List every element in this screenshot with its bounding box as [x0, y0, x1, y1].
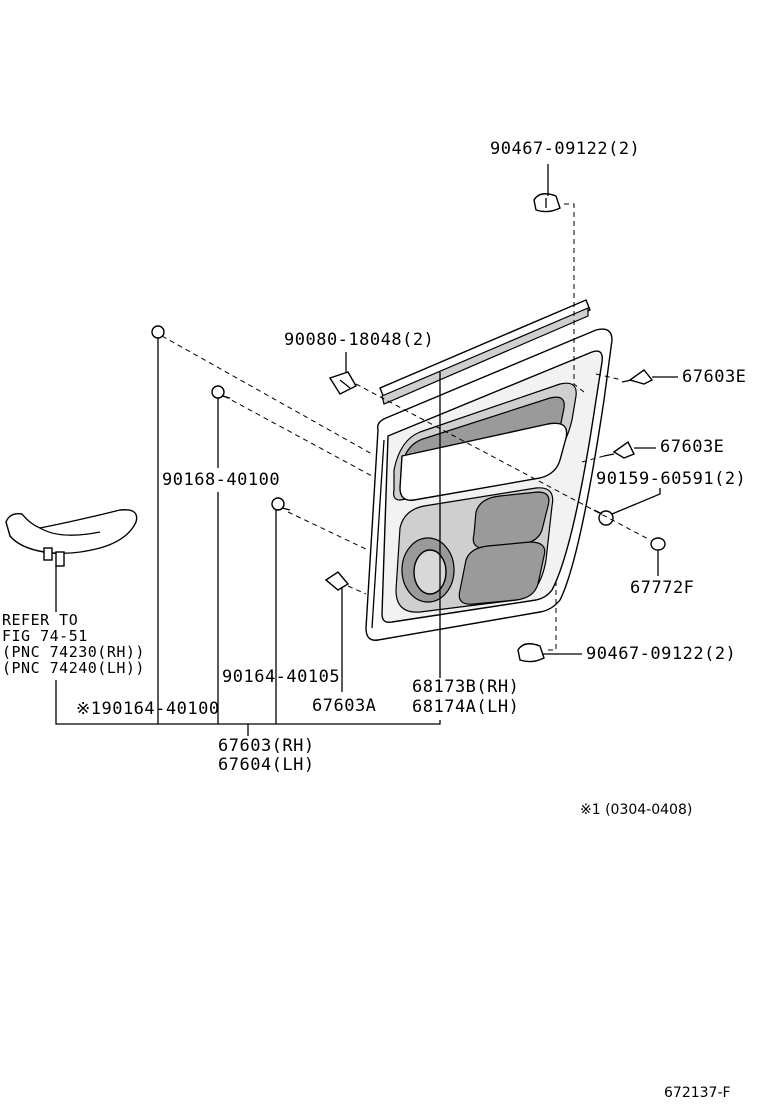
label-weatherstrip-rh: 68173B(RH): [412, 677, 520, 697]
nut-top: [533, 193, 561, 213]
screw-90168: [211, 385, 231, 399]
cap-67772f: [650, 537, 666, 551]
clip-67603e-lower: [603, 440, 635, 459]
label-panel-lh: 67604(LH): [218, 755, 315, 775]
footnote: ※1 (0304-0408): [580, 802, 693, 818]
clip-90080: [328, 371, 357, 395]
label-nut-top: 90467-09122(2): [490, 139, 641, 159]
label-cap-67772f: 67772F: [630, 578, 695, 598]
label-nut-bottom: 90467-09122(2): [586, 644, 737, 664]
weatherstrip: [379, 299, 591, 405]
label-panel-rh: 67603(RH): [218, 736, 315, 756]
label-clip-67603e-upper: 67603E: [682, 367, 747, 387]
label-clip-67603e-lower: 67603E: [660, 437, 725, 457]
assembly-lines: [161, 203, 651, 651]
leader-lines: [55, 164, 678, 736]
assist-handle: [5, 509, 138, 567]
reference-line-4: (PNC 74240(LH)): [2, 659, 145, 677]
label-screw-90164-100: ※190164-40100: [76, 699, 220, 719]
label-clip-67603a: 67603A: [312, 696, 377, 716]
label-screw-90159: 90159-60591(2): [596, 469, 747, 489]
label-clip-90080: 90080-18048(2): [284, 330, 435, 350]
reference-line-3: (PNC 74230(RH)): [2, 643, 145, 661]
nut-bottom: [517, 643, 545, 663]
label-screw-90164-105: 90164-40105: [222, 667, 341, 687]
clip-67603e-upper: [621, 369, 654, 385]
door-trim-panel: [365, 328, 613, 641]
label-weatherstrip-lh: 68174A(LH): [412, 697, 520, 717]
figure-code: 672137-F: [664, 1085, 731, 1101]
label-screw-90168: 90168-40100: [162, 470, 281, 490]
reference-line-2: FIG 74-51: [2, 627, 88, 645]
clip-67603a: [324, 571, 350, 591]
reference-line-1: REFER TO: [2, 611, 79, 629]
screw-90164-105: [271, 497, 291, 511]
